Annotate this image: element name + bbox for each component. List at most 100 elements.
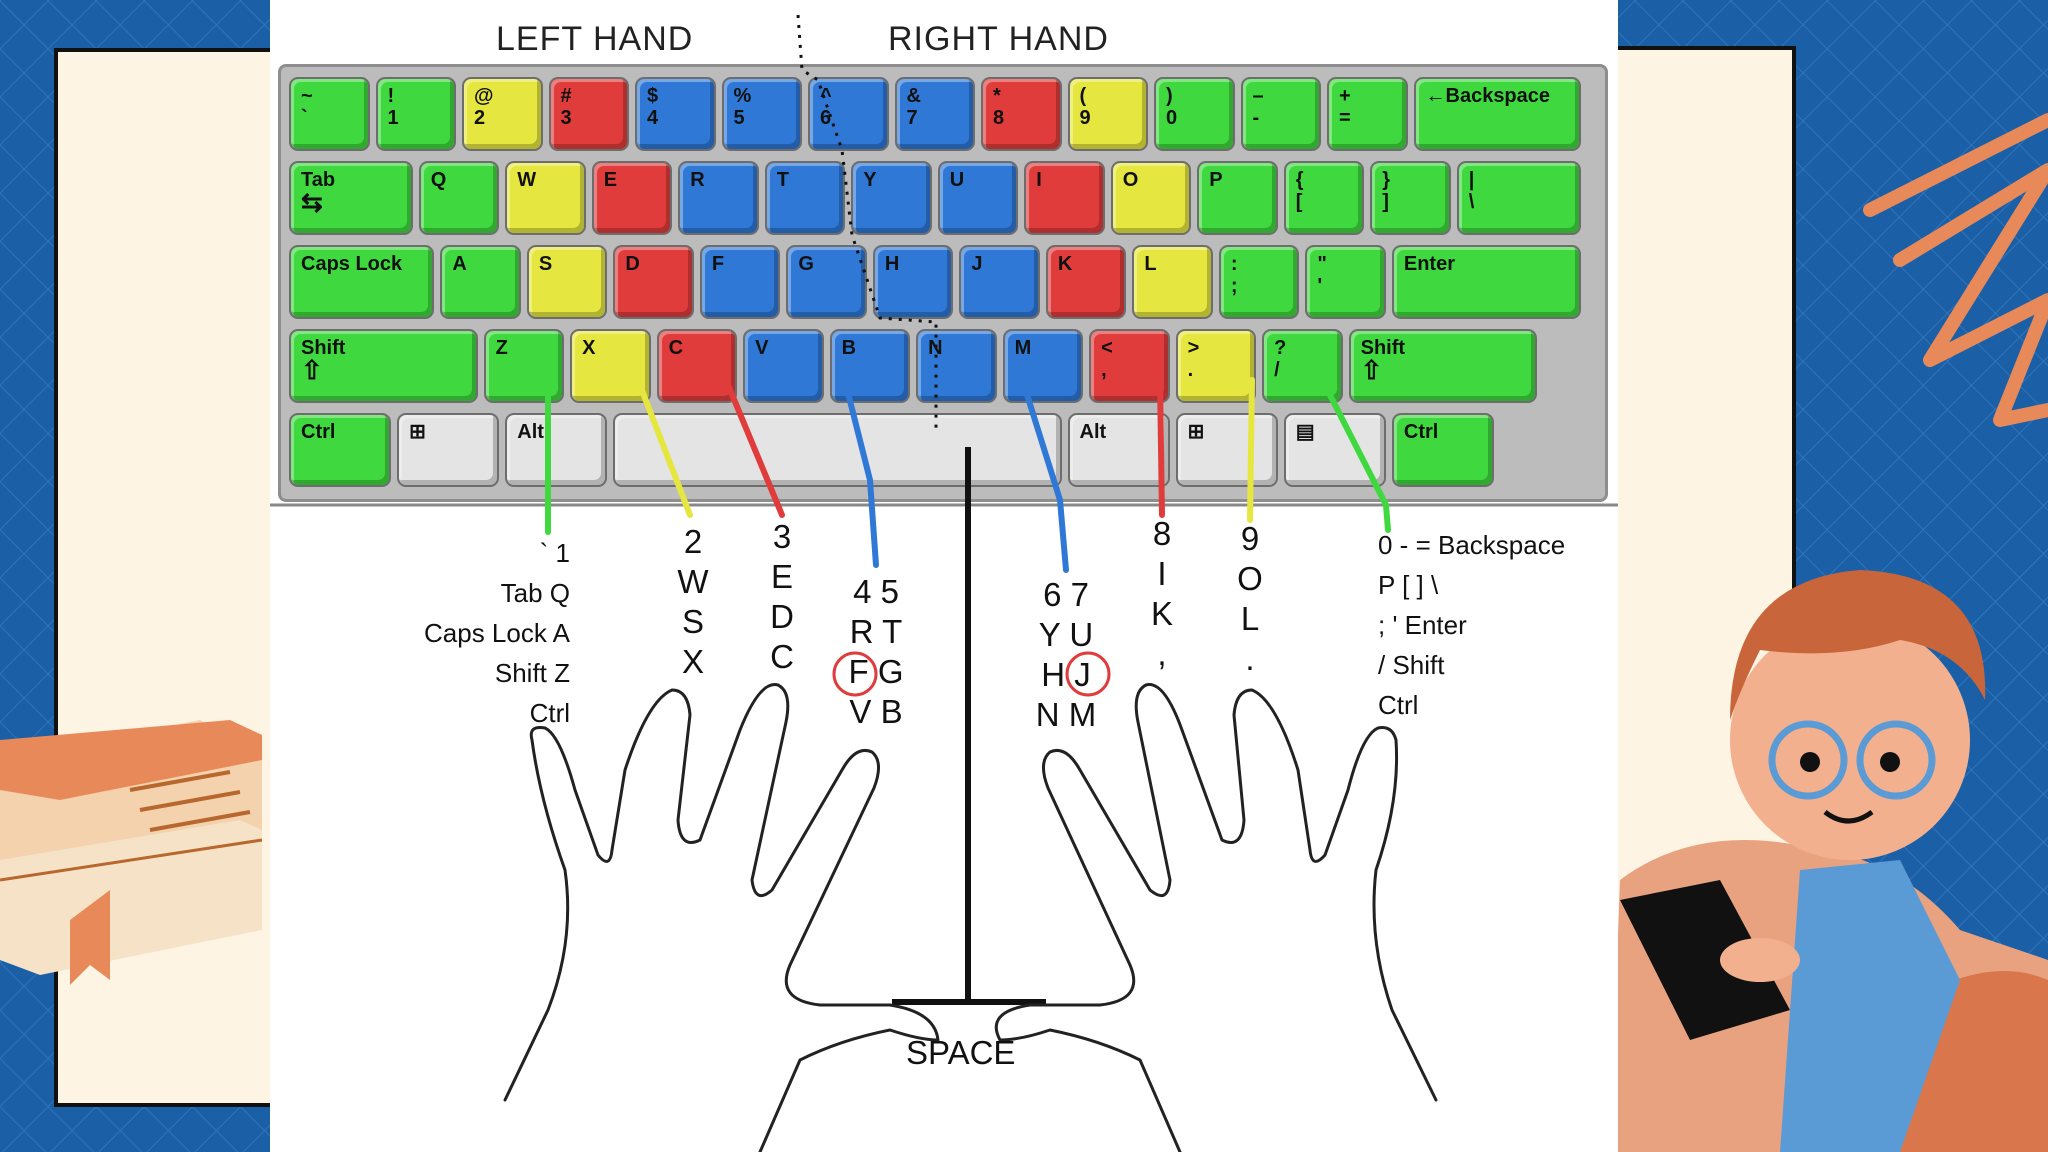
key-symbol: |\ bbox=[1456, 161, 1581, 235]
right-middle-key-label: , bbox=[1157, 635, 1167, 672]
key-j: J bbox=[959, 245, 1040, 319]
key-e: E bbox=[591, 161, 673, 235]
key-sub-label: 9 bbox=[1079, 107, 1091, 129]
key-label: Ctrl bbox=[301, 421, 336, 443]
key-label: ~ bbox=[301, 85, 313, 107]
right-ring-key-label: 9 bbox=[1240, 520, 1260, 557]
right-index-key-label: H J bbox=[1041, 656, 1091, 693]
key-symbol: ▤ bbox=[1283, 413, 1386, 487]
kid-reading-illustration bbox=[1610, 570, 2048, 1152]
key-symbol: –- bbox=[1240, 77, 1321, 151]
key-sub-label: \ bbox=[1468, 191, 1475, 213]
key-v: V bbox=[743, 329, 824, 403]
right-pinky-key-label: P [ ] \ bbox=[1378, 570, 1439, 600]
key-sub-label: ; bbox=[1230, 275, 1238, 297]
key-sub-label: ⇆ bbox=[301, 187, 323, 217]
key-label: Shift bbox=[301, 337, 346, 359]
left-pinky-key-label: ` 1 bbox=[539, 538, 570, 568]
key-sub-label: 5 bbox=[733, 107, 745, 129]
key-space bbox=[613, 413, 1062, 487]
squiggle-decoration bbox=[1863, 113, 2048, 427]
key-tab: Tab⇆ bbox=[289, 161, 413, 235]
key-w: W bbox=[505, 161, 586, 235]
key-label: T bbox=[776, 169, 789, 191]
left-middle-key-label: E bbox=[770, 558, 794, 595]
key-u: U bbox=[937, 161, 1019, 235]
key-label: : bbox=[1230, 253, 1238, 275]
right-middle-key-label: K bbox=[1150, 595, 1174, 632]
key-sub-label: 7 bbox=[906, 107, 918, 129]
key-enter: Enter bbox=[1391, 245, 1581, 319]
left-pinky-key-label: Caps Lock A bbox=[424, 618, 570, 648]
key-shift: Shift⇧ bbox=[1348, 329, 1538, 403]
key-label: L bbox=[1144, 253, 1157, 275]
key-ctrl: Ctrl bbox=[289, 413, 392, 487]
key-r: R bbox=[678, 161, 759, 235]
right-pinky-key-label: Ctrl bbox=[1378, 690, 1419, 720]
left-middle-key-label: C bbox=[770, 638, 794, 675]
left-index-key-label: 4 5 bbox=[853, 573, 899, 610]
key-symbol: += bbox=[1327, 77, 1408, 151]
left-ring-key-label: W bbox=[677, 563, 709, 600]
key-sub-label: . bbox=[1187, 359, 1194, 381]
key-sub-label: ] bbox=[1382, 191, 1389, 213]
key-t: T bbox=[764, 161, 846, 235]
key-label: Caps Lock bbox=[301, 253, 403, 275]
key-symbol: $4 bbox=[635, 77, 716, 151]
key-label: – bbox=[1252, 85, 1264, 107]
key-x: X bbox=[570, 329, 651, 403]
key-sub-label: 3 bbox=[560, 107, 572, 129]
key-label: ⊞ bbox=[1187, 421, 1205, 443]
key-symbol: :; bbox=[1218, 245, 1300, 319]
key-label: ( bbox=[1079, 85, 1087, 107]
key-label: < bbox=[1101, 337, 1113, 359]
key-label: R bbox=[690, 169, 705, 191]
key-symbol: &7 bbox=[894, 77, 975, 151]
key-sub-label: 1 bbox=[387, 107, 399, 129]
key-i: I bbox=[1024, 161, 1105, 235]
key-symbol: "' bbox=[1305, 245, 1386, 319]
key-label: U bbox=[949, 169, 965, 191]
left-middle-key-label: 3 bbox=[772, 518, 792, 555]
key-a: A bbox=[440, 245, 521, 319]
space-label: SPACE bbox=[906, 1034, 1016, 1071]
key-symbol: !1 bbox=[375, 77, 456, 151]
key-y: Y bbox=[851, 161, 932, 235]
key-sub-label: ` bbox=[301, 107, 308, 129]
key-label: Alt bbox=[517, 421, 544, 443]
key-label: > bbox=[1187, 337, 1200, 359]
key-label: % bbox=[733, 85, 752, 107]
key-caps-lock: Caps Lock bbox=[289, 245, 435, 319]
key-z: Z bbox=[483, 329, 565, 403]
key-label: Shift bbox=[1360, 337, 1406, 359]
key-symbol: ~` bbox=[289, 77, 370, 151]
key-symbol: %5 bbox=[721, 77, 802, 151]
right-index-key-label: N M bbox=[1035, 696, 1097, 733]
key-label: O bbox=[1122, 169, 1139, 191]
key-symbol: ⊞ bbox=[1175, 413, 1278, 487]
key-c: C bbox=[656, 329, 738, 403]
key-sub-label: - bbox=[1252, 107, 1260, 129]
key-sub-label: / bbox=[1274, 359, 1280, 381]
key-s: S bbox=[526, 245, 608, 319]
key-sub-label: ' bbox=[1317, 275, 1323, 297]
key-label: ? bbox=[1274, 337, 1287, 359]
right-pinky-key-label: ; ' Enter bbox=[1378, 610, 1467, 640]
right-middle-key-label: 8 bbox=[1152, 515, 1172, 552]
key-sub-label: ⇧ bbox=[1360, 355, 1383, 385]
key-d: D bbox=[613, 245, 694, 319]
key-m: M bbox=[1002, 329, 1084, 403]
key-sub-label: 8 bbox=[993, 107, 1005, 129]
key-symbol: >. bbox=[1175, 329, 1257, 403]
key-label: " bbox=[1317, 253, 1327, 275]
key-label: Tab bbox=[301, 169, 336, 191]
books-illustration bbox=[0, 720, 263, 985]
right-index-key-label: Y U bbox=[1038, 616, 1094, 653]
key-label: N bbox=[928, 337, 943, 359]
key-sub-label: ⇧ bbox=[301, 355, 323, 385]
key-label: ▤ bbox=[1295, 421, 1315, 443]
key-label: Ctrl bbox=[1403, 421, 1439, 443]
key-label: M bbox=[1014, 337, 1032, 359]
key-o: O bbox=[1110, 161, 1192, 235]
